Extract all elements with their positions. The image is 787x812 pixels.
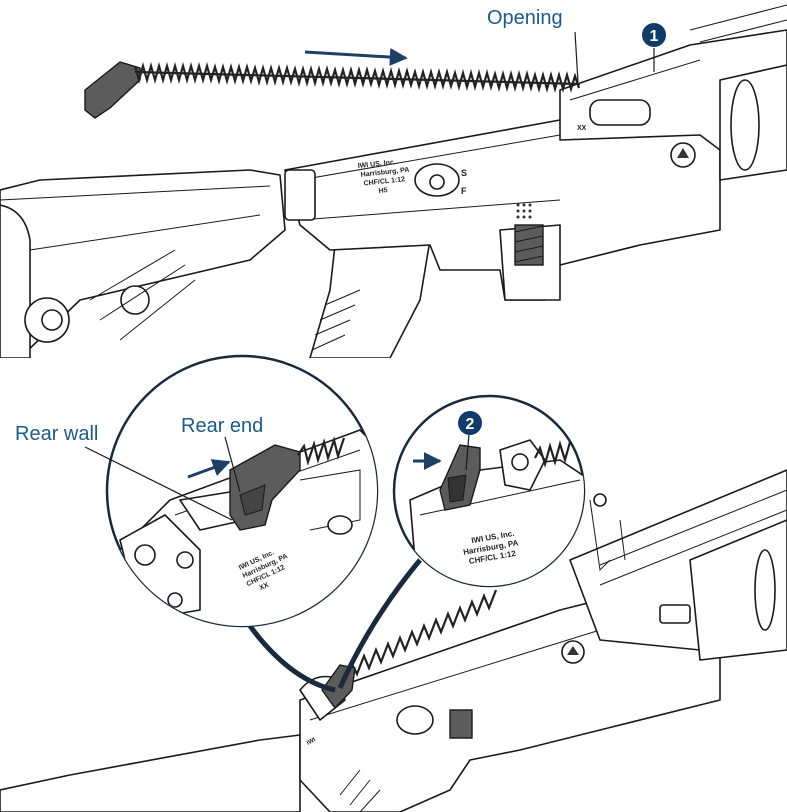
badge-2-leader-line [465, 433, 470, 471]
svg-text:XX: XX [258, 582, 270, 592]
detail-connector-right [337, 558, 422, 690]
detail-circle-step-2: IWI US, Inc. Harrisburg, PA CHF/CL 1:12 [392, 394, 586, 588]
top-rifle-view: S F XX IWI US, Inc. Harrisburg, PA CHF/C… [0, 4, 787, 358]
svg-text:1: 1 [650, 28, 659, 45]
svg-text:IWI US, Inc.: IWI US, Inc. [357, 159, 396, 170]
detail-connector-left [247, 624, 336, 693]
svg-text:CHF/CL 1:12: CHF/CL 1:12 [363, 176, 405, 187]
rear-end-part [229, 444, 301, 531]
iwi-logo-icon [561, 640, 585, 664]
rear-end-leader-line [224, 436, 241, 493]
rear-end-part [439, 444, 481, 511]
receiver-xx-mark: XX [577, 125, 587, 132]
svg-text:IWI: IWI [306, 737, 317, 747]
recoil-spring-guide-block [84, 61, 141, 119]
selector-f-mark: F [461, 186, 467, 196]
svg-text:2: 2 [466, 416, 475, 433]
rear-wall-leader-line [84, 446, 233, 521]
opening-leader-line [574, 31, 579, 83]
step-1-badge: 1 [642, 23, 666, 47]
direction-arrow-icon [304, 48, 408, 67]
recoil-spring [344, 589, 498, 677]
bottom-rifle-view: IWI [0, 469, 787, 812]
detail-circle-rear-wall: IWI US, Inc. Harrisburg, PA CHF/CL 1:12 … [84, 354, 379, 628]
svg-text:H5: H5 [378, 187, 388, 195]
opening-label: Opening [487, 7, 563, 29]
selector-s-mark: S [461, 168, 467, 178]
recoil-spring [133, 61, 581, 94]
iwi-logo-icon [670, 142, 696, 168]
rear-wall-label: Rear wall [15, 423, 98, 445]
rear-end-label: Rear end [181, 415, 263, 437]
direction-arrow-icon [187, 459, 231, 479]
step-2-badge: 2 [458, 411, 482, 435]
